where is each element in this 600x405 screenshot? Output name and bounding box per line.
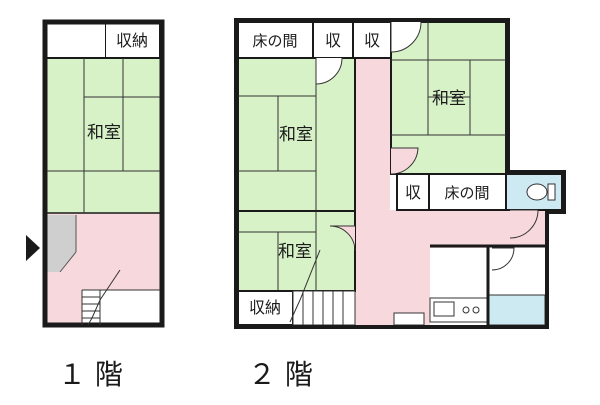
floor1-outer-wall <box>42 19 165 328</box>
floor1-tatami-fill <box>47 58 160 213</box>
floor2-alcove-label: 床の間 <box>252 32 297 50</box>
door-swing <box>390 147 419 175</box>
door-swing <box>491 247 515 271</box>
floor-1: 収納 和室 １ 階 <box>26 19 165 391</box>
stove-icon <box>462 306 470 314</box>
floor2-outer-wall <box>234 18 566 329</box>
floor2-alcove <box>428 173 507 211</box>
floor2-storage-label: 収納 <box>249 298 281 317</box>
floor2-stair-lines <box>289 249 344 325</box>
genkan-floor <box>47 215 76 272</box>
floor2-hall-fill <box>355 58 545 325</box>
floor2-washitsu-label: 和室 <box>278 242 312 262</box>
sink-icon <box>433 301 455 317</box>
floor-2: 床の間 収 収 和室 和室 <box>234 18 566 391</box>
floor1-washitsu-label: 和室 <box>87 123 121 143</box>
floor2-tatami-lines <box>391 22 506 136</box>
entrance-arrow-icon <box>26 235 40 261</box>
floor1-stairs <box>82 290 160 325</box>
floor2-washitsu-label: 和室 <box>432 89 466 109</box>
floor1-label: １ 階 <box>58 358 123 391</box>
floor2-washitsu-label: 和室 <box>279 125 313 145</box>
floor1-void <box>47 22 105 58</box>
floor2-stairs <box>292 290 356 326</box>
genkan-edge <box>59 251 77 273</box>
bathtub <box>487 294 546 326</box>
door-swing <box>315 57 343 85</box>
floor2-tatami-lines <box>238 211 317 291</box>
door-swing <box>390 21 422 53</box>
stove-icon <box>472 306 480 314</box>
floor1-tatami-lines <box>47 58 160 213</box>
toilet-icon <box>526 183 556 201</box>
floor2-label: ２ 階 <box>248 358 313 391</box>
floor2-storage <box>352 21 392 59</box>
door-swing <box>509 209 539 239</box>
floor2-alcove-label: 床の間 <box>444 184 489 202</box>
fridge-space <box>393 312 425 326</box>
floor2-storage-label: 収 <box>364 31 380 50</box>
floor1-stair-lines <box>81 269 160 326</box>
door-swing <box>329 225 356 252</box>
floor2-storage <box>396 173 430 211</box>
floor2-alcove <box>237 21 314 59</box>
floor2-storage-label: 収 <box>405 183 421 202</box>
floor2-storage-label: 収 <box>325 31 341 50</box>
floor1-storage-label: 収納 <box>116 31 148 50</box>
floor2-washitsu-left <box>237 57 356 212</box>
